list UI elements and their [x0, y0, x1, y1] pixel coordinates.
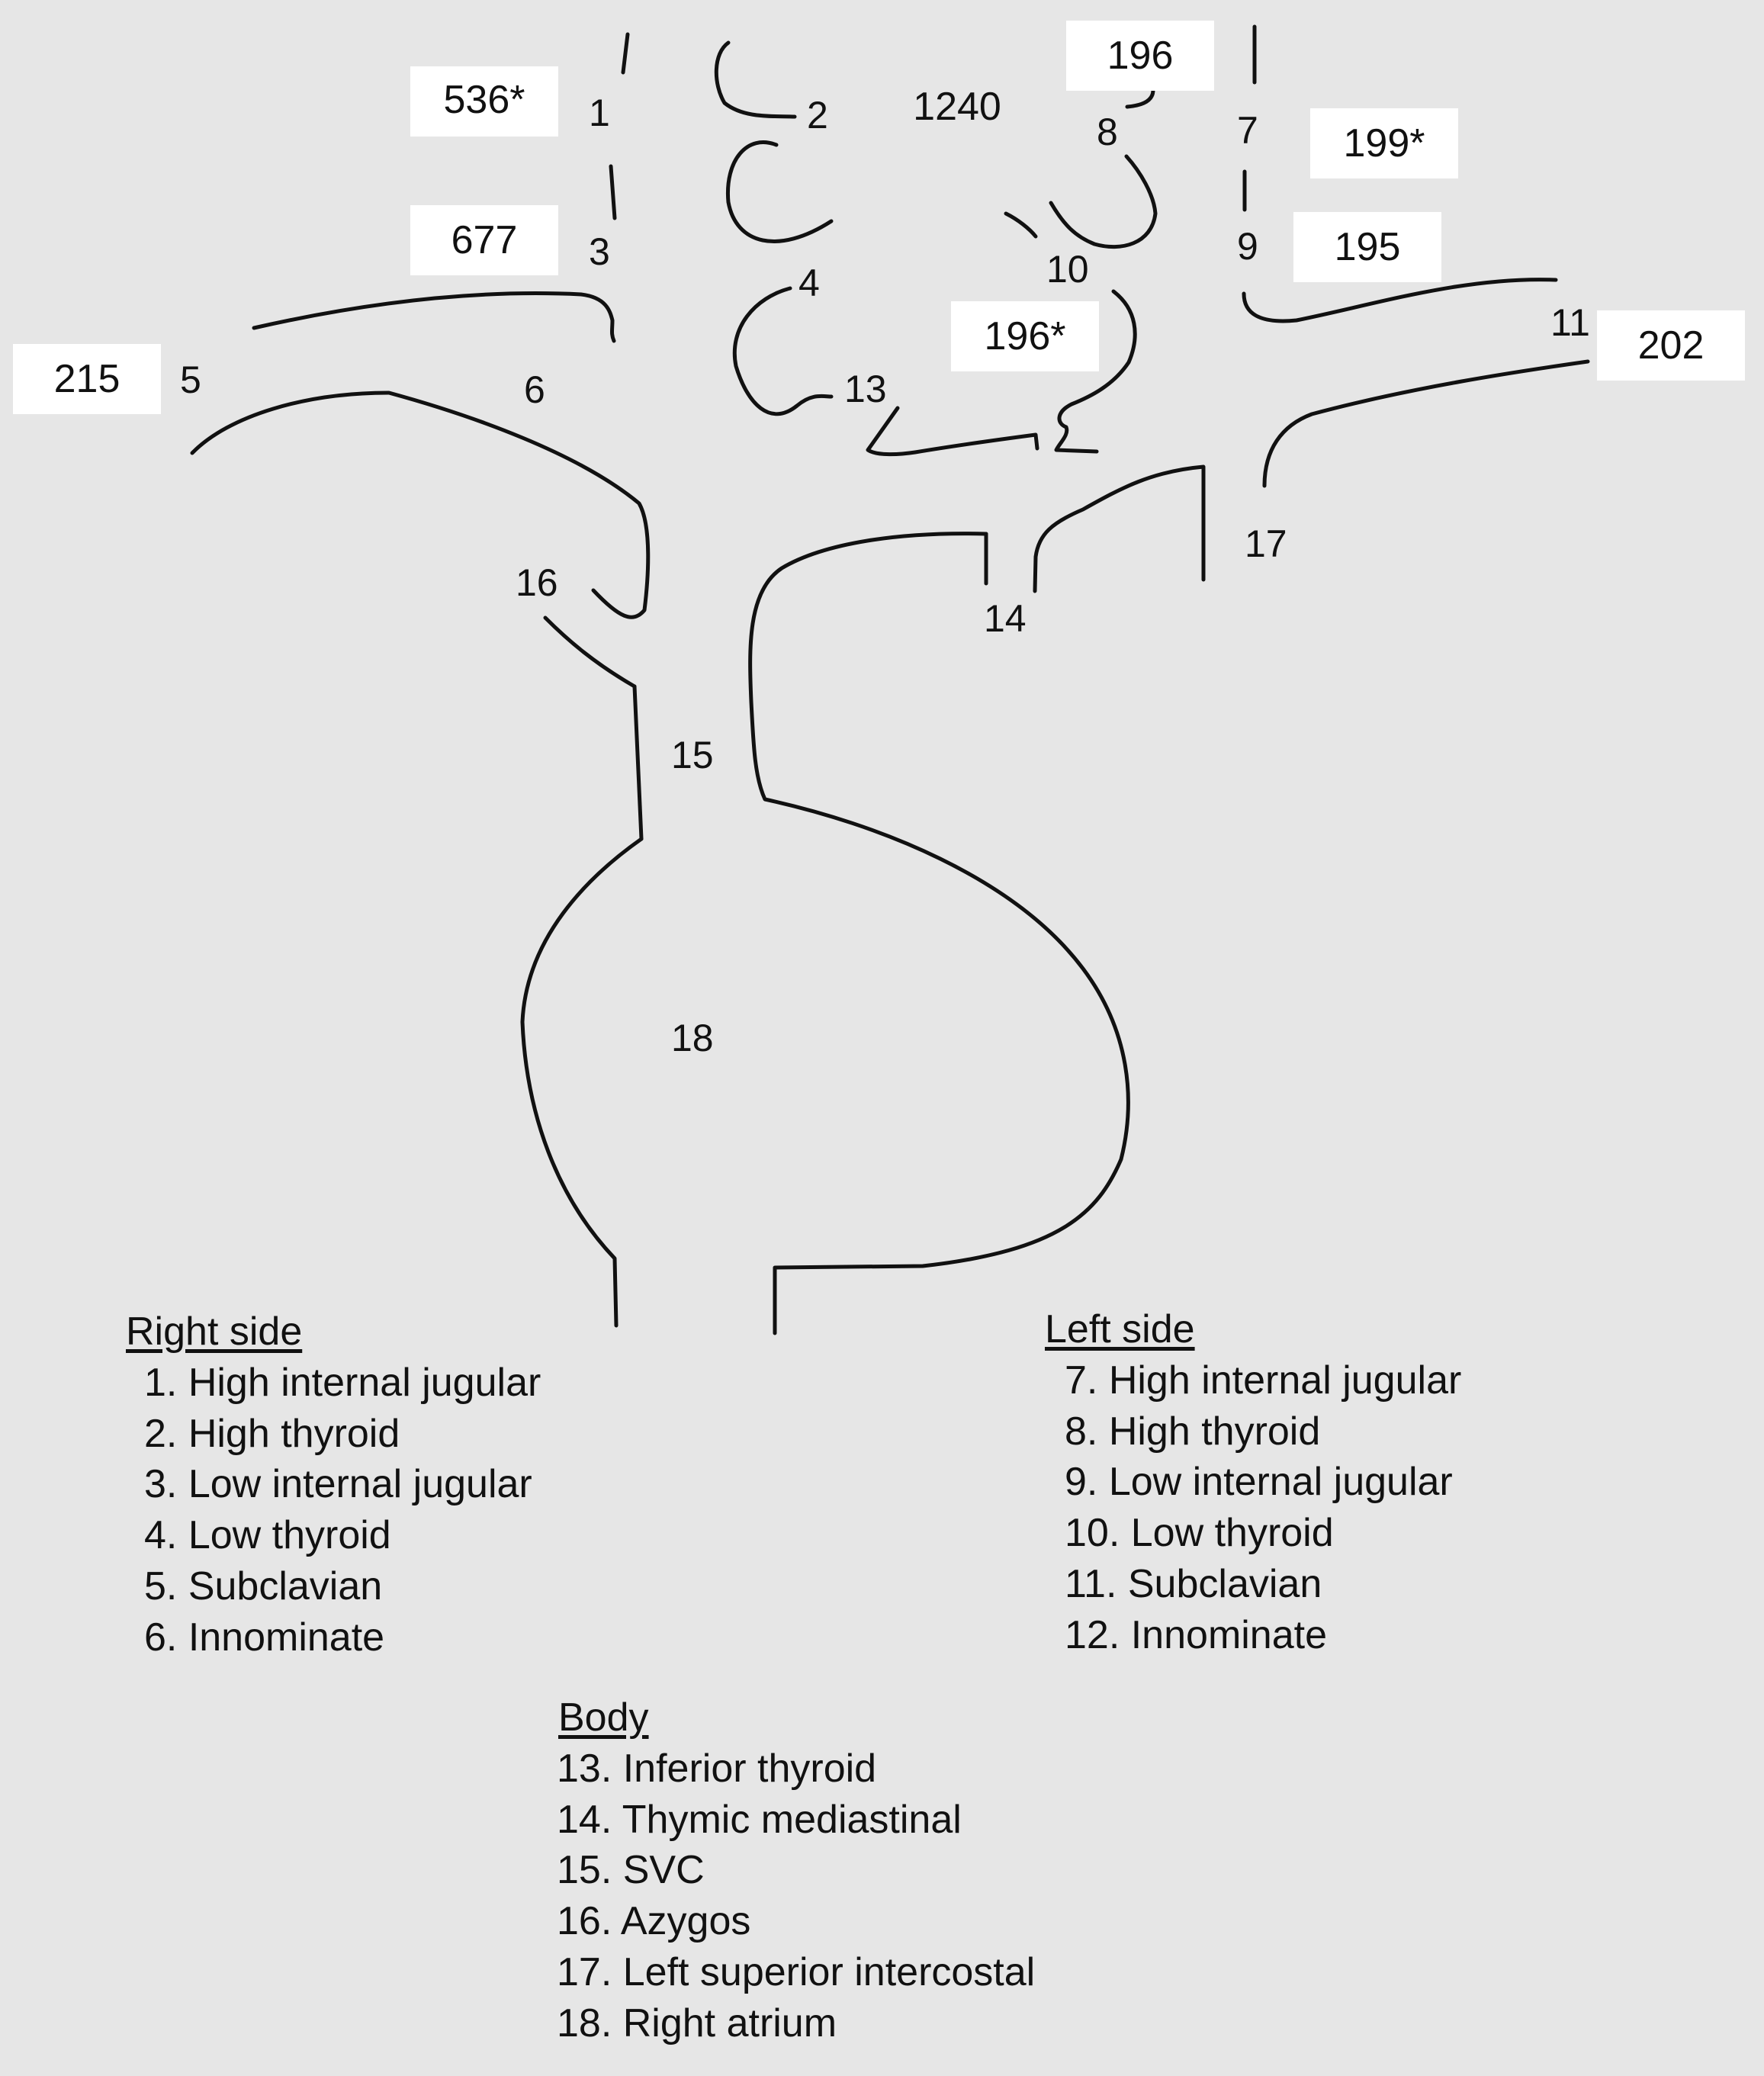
- value-left-high-internal-jugular: 199*: [1344, 121, 1425, 166]
- legend-item: 4. Low thyroid: [144, 1513, 391, 1558]
- vessel-outlines: [190, 24, 1590, 1335]
- legend-list-body: 13. Inferior thyroid 14. Thymic mediasti…: [557, 1743, 1035, 2049]
- legend-item: 5. Subclavian: [144, 1563, 383, 1608]
- legend-item: 12. Innominate: [1065, 1612, 1328, 1657]
- legend-item: 11. Subclavian: [1065, 1561, 1322, 1606]
- vessel-label-17: 17: [1245, 522, 1287, 565]
- legend-body: Body 13. Inferior thyroid 14. Thymic med…: [557, 1692, 1035, 2049]
- legend-item: 2. High thyroid: [144, 1411, 400, 1456]
- value-left-subclavian: 202: [1638, 323, 1705, 368]
- value-box-right-subclavian: 215: [13, 344, 161, 414]
- legend-item: 3. Low internal jugular: [144, 1462, 532, 1507]
- vessel-label-2: 2: [807, 94, 828, 137]
- legend-heading-body: Body: [558, 1695, 649, 1740]
- right-internal-jugular-lower: [609, 164, 617, 220]
- legend-item: 17. Left superior intercostal: [557, 1949, 1036, 1994]
- inferior-thyroid-trunk: [866, 406, 1039, 457]
- left-superior-intercostal-wall: [1262, 359, 1590, 488]
- value-box-left-high-thyroid: 196: [1066, 21, 1214, 91]
- svc-right-wall: [632, 684, 644, 841]
- vessel-label-16: 16: [516, 561, 558, 604]
- vessel-label-5: 5: [180, 358, 201, 401]
- azygos-wall: [543, 615, 637, 689]
- legend-heading-right-side: Right side: [126, 1310, 303, 1354]
- legend-item: 18. Right atrium: [557, 2000, 837, 2045]
- value-box-right-low-internal-jugular: 677: [410, 205, 558, 275]
- vessel-label-9: 9: [1237, 225, 1258, 268]
- value-high-thyroid-plain: 1240: [913, 85, 1001, 129]
- vessel-label-3: 3: [589, 230, 610, 273]
- vessel-number-labels: 1 2 3 4 5 6 7 8 9 10 11 13 14 15 16 17 1…: [180, 92, 1590, 1059]
- legend-left-side: Left side 7. High internal jugular 8. Hi…: [1045, 1304, 1461, 1661]
- legend-item: 8. High thyroid: [1065, 1409, 1321, 1454]
- right-subclavian-upper-wall: [252, 291, 616, 343]
- right-atrium-left-wall: [520, 837, 644, 1328]
- right-internal-jugular-upper: [621, 32, 630, 75]
- right-low-thyroid-wall: [725, 140, 834, 243]
- value-right-subclavian: 215: [54, 357, 120, 401]
- legend-item: 15. SVC: [557, 1848, 705, 1893]
- legend-heading-left-side: Left side: [1045, 1307, 1195, 1351]
- vessel-label-7: 7: [1237, 109, 1258, 152]
- legend-right-side: Right side 1. High internal jugular 2. H…: [126, 1306, 541, 1663]
- vessel-label-6: 6: [524, 368, 545, 411]
- legend-item: 9. Low internal jugular: [1065, 1460, 1453, 1505]
- vessel-label-13: 13: [844, 368, 887, 410]
- inferior-thyroid-wall: [732, 286, 834, 416]
- legend-list-right-side: 1. High internal jugular 2. High thyroid…: [126, 1358, 541, 1663]
- left-low-thyroid-stub: [1004, 211, 1038, 239]
- value-box-left-low-thyroid: 196*: [951, 301, 1099, 371]
- value-box-right-high-internal-jugular: 536*: [410, 66, 558, 137]
- vessel-label-18: 18: [671, 1017, 714, 1059]
- legend-item: 6. Innominate: [144, 1615, 385, 1660]
- vessel-label-14: 14: [984, 597, 1027, 640]
- value-left-low-internal-jugular: 195: [1335, 225, 1401, 269]
- legend-item: 7. High internal jugular: [1065, 1358, 1462, 1403]
- legend-item: 10. Low thyroid: [1065, 1511, 1334, 1556]
- right-high-thyroid-wall: [714, 40, 797, 119]
- legend-item: 14. Thymic mediastinal: [557, 1797, 962, 1842]
- value-right-low-internal-jugular: 677: [451, 218, 518, 262]
- legend-list-left-side: 7. High internal jugular 8. High thyroid…: [1045, 1355, 1461, 1661]
- value-right-high-internal-jugular: 536*: [444, 78, 525, 122]
- left-high-thyroid-hook: [1125, 88, 1155, 109]
- value-box-left-subclavian: 202: [1597, 310, 1745, 381]
- vessel-label-4: 4: [798, 262, 820, 304]
- legend-item: 13. Inferior thyroid: [557, 1746, 877, 1791]
- value-box-left-low-internal-jugular: 195: [1293, 212, 1441, 282]
- value-box-left-high-internal-jugular: 199*: [1310, 108, 1458, 178]
- svc-right-atrium-wall: [748, 532, 1130, 1335]
- vessel-label-1: 1: [589, 92, 610, 134]
- left-low-thyroid-loop: [1054, 289, 1137, 454]
- legend-item: 16. Azygos: [557, 1899, 751, 1944]
- value-left-low-thyroid: 196*: [985, 314, 1066, 358]
- right-innominate-wall: [190, 390, 651, 619]
- vessel-label-8: 8: [1097, 111, 1118, 153]
- value-left-high-thyroid: 196: [1107, 34, 1174, 78]
- value-boxes: 536* 677 215 1240 196 199* 195 196*: [13, 21, 1745, 414]
- vessel-label-11: 11: [1550, 301, 1590, 344]
- left-subclavian-upper-wall: [1242, 278, 1558, 323]
- vessel-label-15: 15: [671, 734, 714, 776]
- vessel-label-10: 10: [1046, 248, 1089, 291]
- legend-item: 1. High internal jugular: [144, 1360, 541, 1405]
- thymic-mediastinal-wall: [1033, 464, 1206, 593]
- left-high-thyroid-loop: [1049, 154, 1158, 249]
